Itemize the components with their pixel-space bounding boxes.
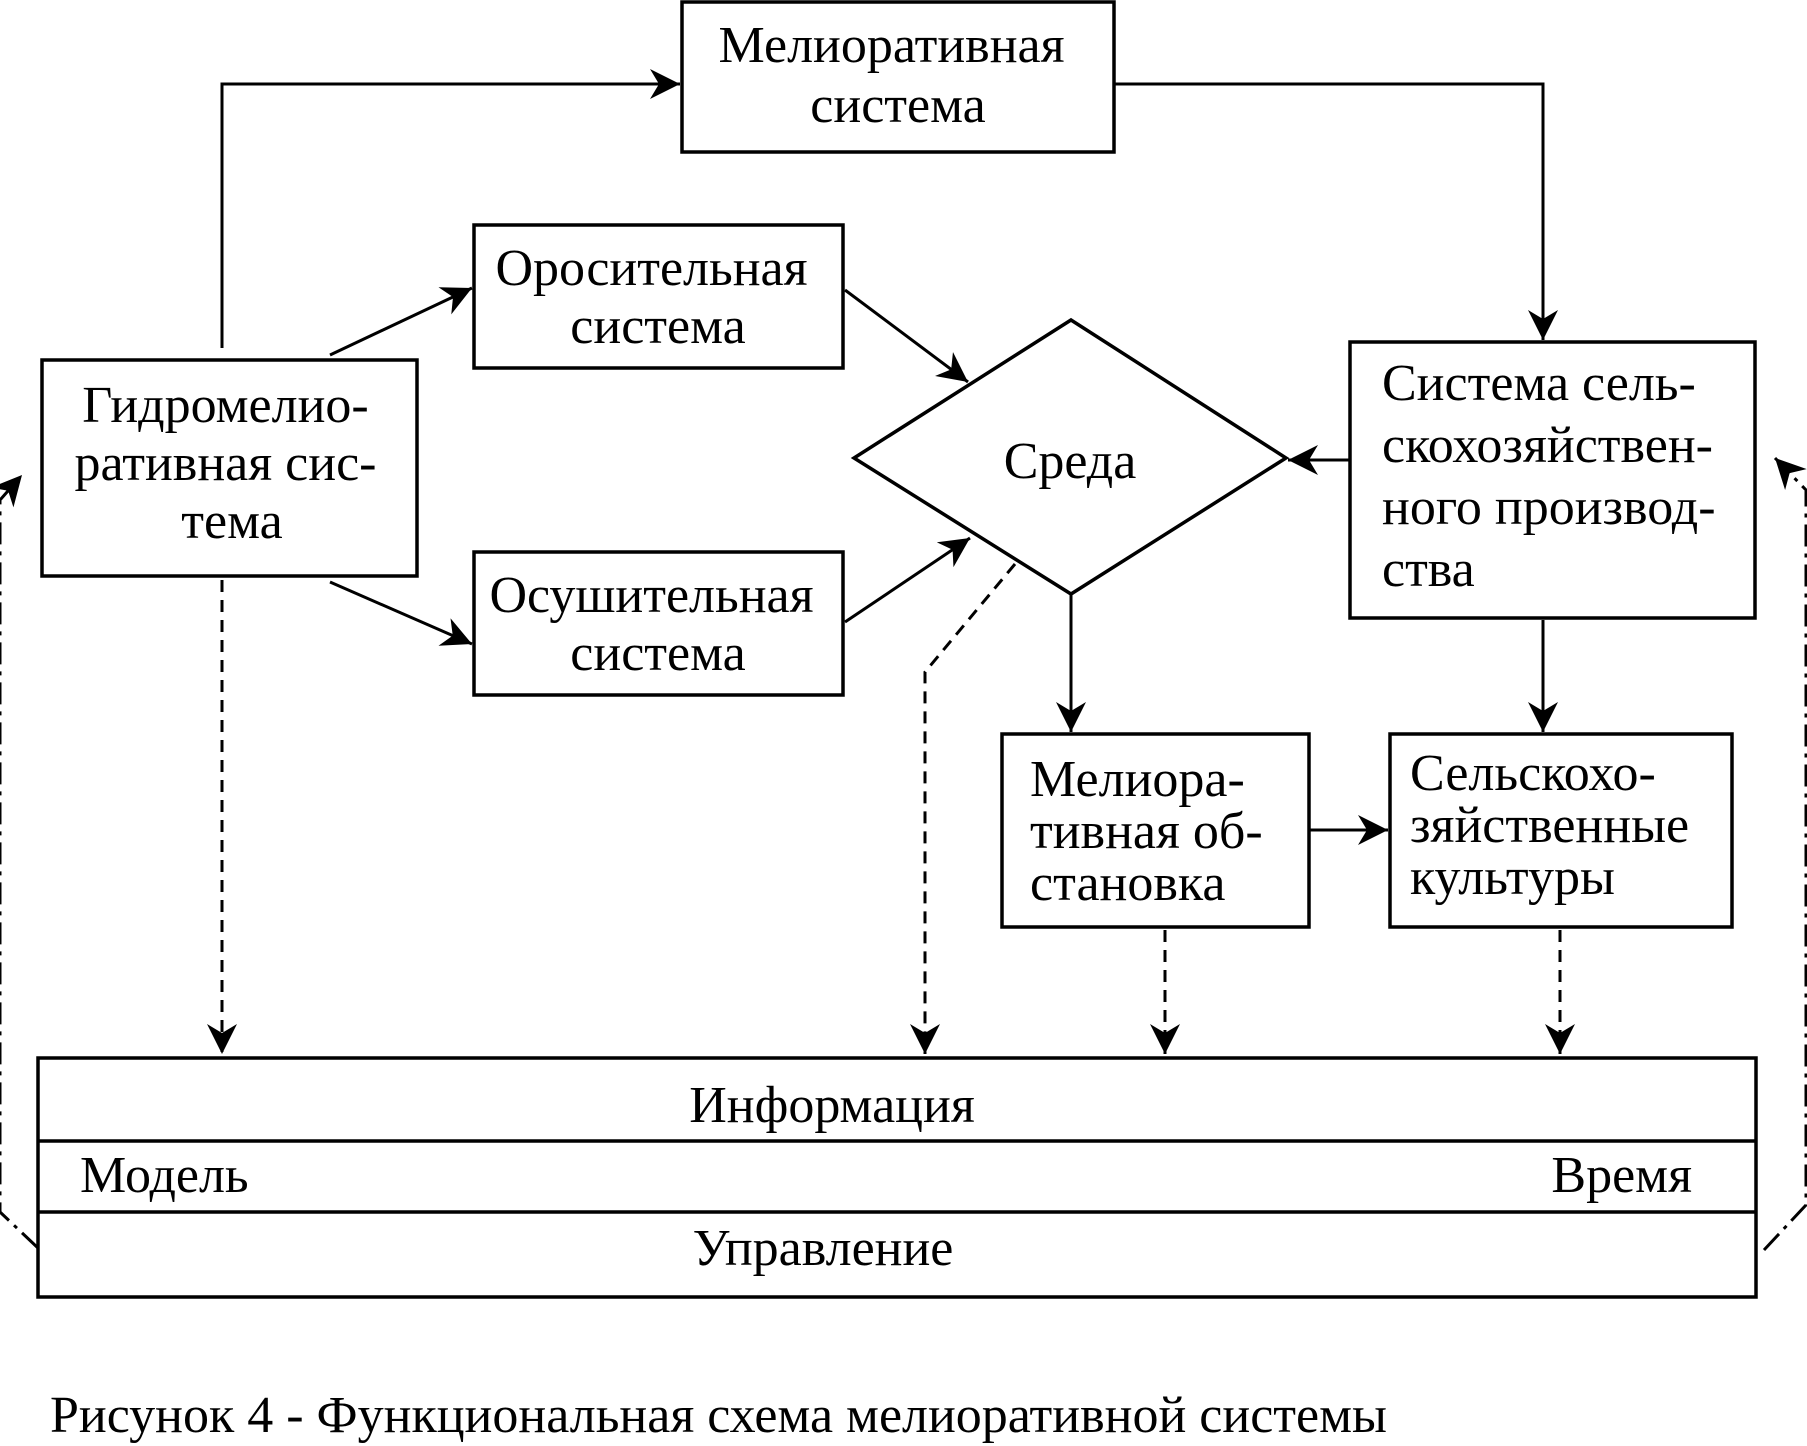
edge-hydro-to-irrigation <box>329 286 473 357</box>
control-label: Управление <box>693 1220 954 1277</box>
edge-environment-to-information <box>910 563 1017 1054</box>
edge-melioration-system-to-agri-production <box>1115 82 1558 340</box>
information-label: Информация <box>689 1077 975 1134</box>
node-irrigation-system <box>472 223 845 370</box>
model-label: Модель <box>80 1147 249 1204</box>
node-agri-crops <box>1388 732 1734 929</box>
node-environment <box>850 317 1290 597</box>
node-agri-crops-label: Сельскохо- зяйственные культуры <box>1410 745 1702 906</box>
node-agri-production-system <box>1348 340 1757 620</box>
node-agri-production-system-label: Система сель- скохозяйствен- ного произв… <box>1382 355 1729 598</box>
edge-hydro-to-drainage <box>329 580 473 646</box>
node-drainage-system <box>472 550 845 697</box>
node-irrigation-system-label: Оросительная система <box>495 240 820 355</box>
node-drainage-system-label: Осушительная система <box>489 567 826 682</box>
node-melioration-situation-label: Мелиора- тивная об- становка <box>1030 751 1276 912</box>
node-melioration-system <box>680 0 1116 154</box>
node-hydromelioration-system-label: Гидромелио- ративная сис- тема <box>75 377 390 550</box>
node-melioration-situation <box>1000 732 1311 929</box>
node-hydromelioration-system <box>40 358 419 578</box>
bottom-panel <box>36 1056 1758 1299</box>
figure-caption: Рисунок 4 - Функциональная схема мелиора… <box>50 1387 1387 1444</box>
time-label: Время <box>1551 1147 1692 1204</box>
edge-control-to-agri-production-feedback <box>1762 456 1807 1252</box>
node-melioration-system-label: Мелиоративная система <box>718 17 1077 134</box>
edge-irrigation-to-environment <box>844 288 969 384</box>
edge-hydro-to-melioration-system <box>220 69 680 348</box>
edge-drainage-to-environment <box>844 536 971 624</box>
node-environment-label: Среда <box>1004 433 1137 490</box>
edge-control-to-hydro-feedback <box>0 474 40 1250</box>
